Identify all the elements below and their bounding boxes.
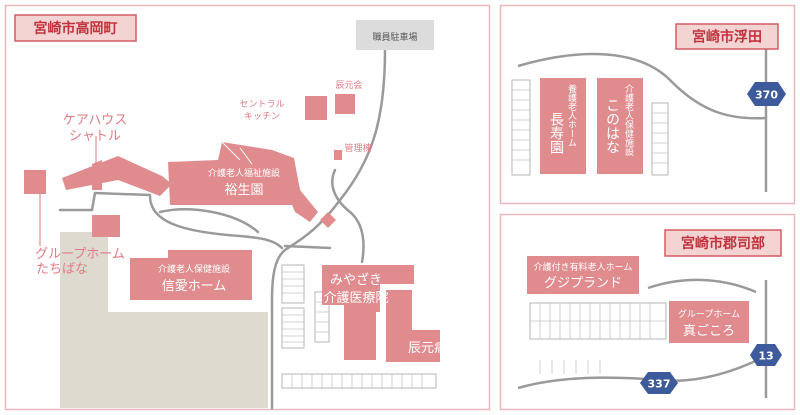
building-konohana: [597, 78, 643, 174]
building-tatsugenkai: [335, 94, 355, 114]
buildings: [24, 94, 440, 362]
building-carehouse: [62, 156, 172, 196]
panel-ukita: 養護老人ホーム 長寿園 介護老人保健施設 このはな 370 宮崎市浮田: [499, 4, 796, 205]
tatsugenkai-label: 辰元会: [335, 79, 362, 91]
building-small-box: [92, 215, 120, 237]
ukita-parking: [511, 79, 669, 176]
ukita-roads: [517, 40, 768, 192]
building-chojuen: [540, 78, 586, 174]
carehouse-label-2: シャトル: [69, 129, 121, 144]
tatsumoto-hospital-label: 辰元病院: [408, 341, 460, 356]
building-group-home-box: [24, 170, 46, 194]
carehouse-label-1: ケアハウス: [63, 113, 127, 128]
building-yuseien: [168, 142, 318, 222]
miyazaki-label-2: 介護医療院: [323, 290, 388, 306]
chojuen-sub-label: 養護老人ホーム: [566, 83, 577, 147]
route-13-label: 13: [758, 350, 773, 363]
panel-ukita-title: 宮崎市浮田: [692, 29, 762, 46]
gujipu-name-label: グジプランド: [544, 276, 622, 291]
panel-koribe-title: 宮崎市郡司部: [681, 235, 765, 252]
magokoro-name-label: 真ごころ: [683, 323, 735, 339]
route-337-badge: [640, 372, 678, 394]
yuseien-label-name: 裕生園: [224, 183, 263, 198]
shinai-label-name: 信愛ホーム: [162, 279, 227, 294]
group-home-label-1: グループホーム: [35, 247, 125, 262]
route-370-badge: [747, 82, 786, 106]
panel-koribe: 介護付き有料老人ホーム グジプランド グループホーム 真ごころ 13 337 宮…: [499, 213, 796, 411]
building-central-kitchen: [305, 96, 327, 120]
route-370-label: 370: [755, 89, 778, 102]
route-13-badge: [750, 344, 782, 366]
panel-takaoka-title: 宮崎市高岡町: [34, 20, 118, 37]
magokoro-sub-label: グループホーム: [678, 308, 740, 320]
parking-lot-stripes: [282, 271, 423, 388]
shinai-label-sub: 介護老人保健施設: [158, 263, 230, 275]
kanri-label: 管理棟: [344, 142, 371, 154]
building-kanri: [334, 150, 342, 160]
panel-ukita-title-box: [675, 23, 779, 50]
konohana-name-label: このはな: [604, 98, 620, 154]
central-kitchen-label-2: キッチン: [244, 111, 280, 122]
chojuen-name-label: 長寿園: [548, 112, 564, 154]
building-shinai: [130, 250, 252, 300]
staff-parking-lot: [356, 20, 434, 50]
gujipu-sub-label: 介護付き有料老人ホーム: [534, 261, 633, 273]
miyazaki-label-1: みやざき: [330, 272, 382, 288]
staff-parking-label: 職員駐車場: [372, 31, 417, 43]
building-small-diamond: [320, 212, 336, 228]
ground-area: [60, 232, 268, 408]
central-kitchen-label-1: セントラル: [239, 99, 284, 110]
panel-takaoka-title-box: [14, 14, 137, 42]
building-magokoro: [669, 301, 749, 343]
group-home-label-2: たちばな: [36, 262, 88, 277]
konohana-sub-label: 介護老人保健施設: [623, 84, 634, 157]
building-tatsumoto-hospital: [386, 290, 440, 362]
panel-takaoka: 職員駐車場: [4, 4, 491, 411]
yuseien-label-sub: 介護老人福祉施設: [208, 167, 280, 179]
pointer-lines: [39, 136, 97, 246]
building-miyazaki: [322, 265, 414, 360]
panel-koribe-title-box: [664, 229, 782, 257]
route-337-label: 337: [648, 378, 671, 391]
building-gujipu: [527, 256, 639, 294]
